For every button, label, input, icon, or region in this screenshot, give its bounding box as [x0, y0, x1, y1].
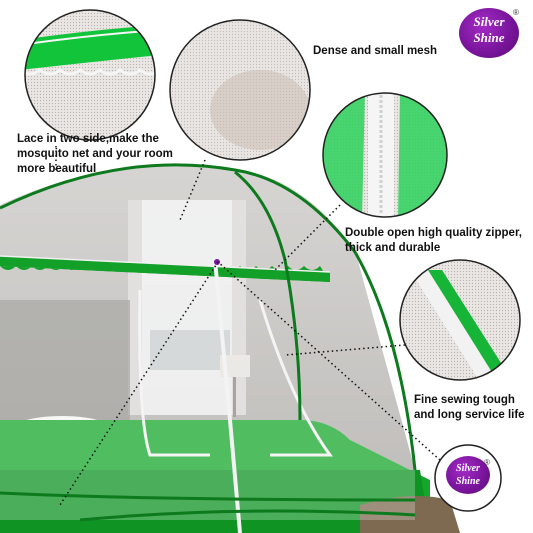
callout-zipper-line: thick and durable — [345, 242, 441, 254]
registered-mark: ® — [513, 8, 519, 17]
callout-sewing-line: Fine sewing tough — [414, 394, 515, 406]
valance-lace — [0, 255, 331, 282]
brand-logo-line2: Shine — [473, 30, 505, 45]
zoom-circle-zipper — [322, 92, 448, 218]
callout-lace-line: mosquito net and your room — [17, 148, 173, 160]
zipper-strap — [213, 259, 242, 533]
zoom-circle-lace — [24, 9, 156, 141]
callout-lace-line: more beautiful — [17, 163, 97, 175]
zoom-circle-sewing — [399, 259, 521, 381]
tent-mesh — [0, 164, 415, 520]
brand-logo-small-line1: Silver — [456, 463, 480, 474]
registered-mark-small: ® — [484, 458, 490, 467]
callout-leaders — [55, 145, 441, 506]
callout-lace: Lace in two side,make the mosquito net a… — [17, 132, 173, 177]
callout-sewing-line: and long service life — [414, 409, 525, 421]
zoom-circle-mesh — [169, 19, 311, 161]
callout-lace-line: Lace in two side,make the — [17, 133, 159, 145]
brand-logo-line1: Silver — [473, 14, 505, 29]
callout-mesh: Dense and small mesh — [313, 45, 437, 57]
callout-zipper: Double open high quality zipper, thick a… — [345, 226, 522, 256]
callout-zipper-line: Double open high quality zipper, — [345, 227, 522, 239]
brand-logo-small-line2: Shine — [456, 476, 480, 487]
brand-logo: Silver Shine — [459, 8, 519, 58]
zipper-pull — [214, 259, 220, 265]
callout-sewing: Fine sewing tough and long service life — [414, 393, 525, 423]
brand-logo-small: Silver Shine — [446, 456, 490, 494]
